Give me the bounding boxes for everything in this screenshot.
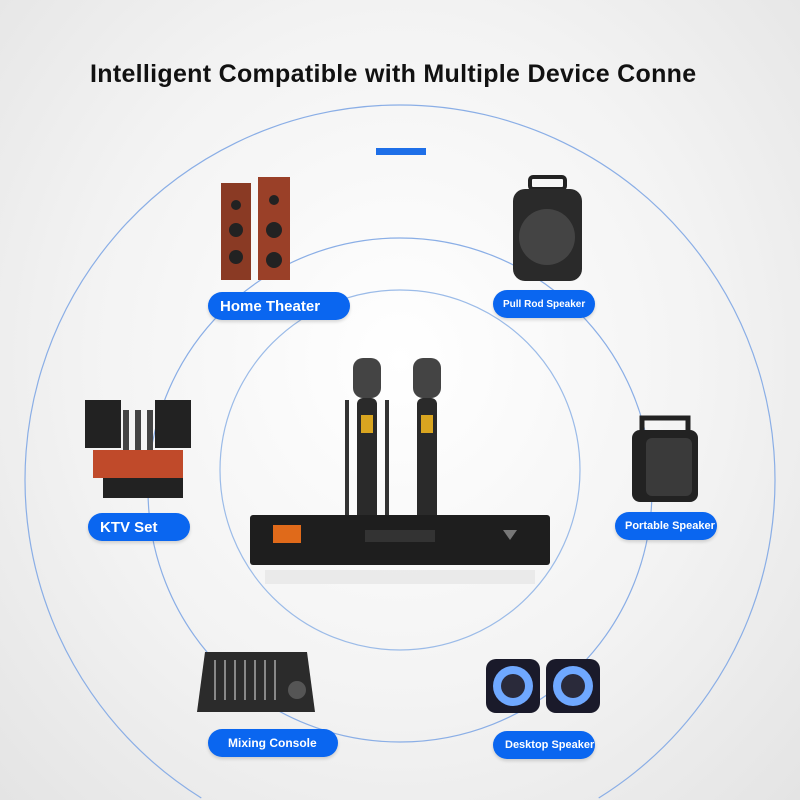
page-title: Intelligent Compatible with Multiple Dev… — [90, 60, 697, 88]
pull-rod-speaker-image — [513, 175, 582, 281]
title-underline — [376, 148, 426, 155]
device-label-home-theater: Home Theater — [208, 292, 350, 320]
desktop-speaker-image — [486, 659, 600, 713]
wireless-microphone-receiver — [250, 358, 550, 584]
device-label-pull-rod-speaker: Pull Rod Speaker — [493, 290, 595, 318]
device-label-mixing-console: Mixing Console — [208, 729, 338, 757]
device-label-portable-speaker: Portable Speaker — [615, 512, 717, 540]
device-label-ktv-set: KTV Set — [88, 513, 190, 541]
home-theater-image — [221, 177, 290, 280]
portable-speaker-image — [632, 415, 698, 502]
ktv-set-image — [85, 400, 191, 498]
mixing-console-image — [197, 652, 315, 712]
device-label-desktop-speaker: Desktop Speaker — [493, 731, 595, 759]
